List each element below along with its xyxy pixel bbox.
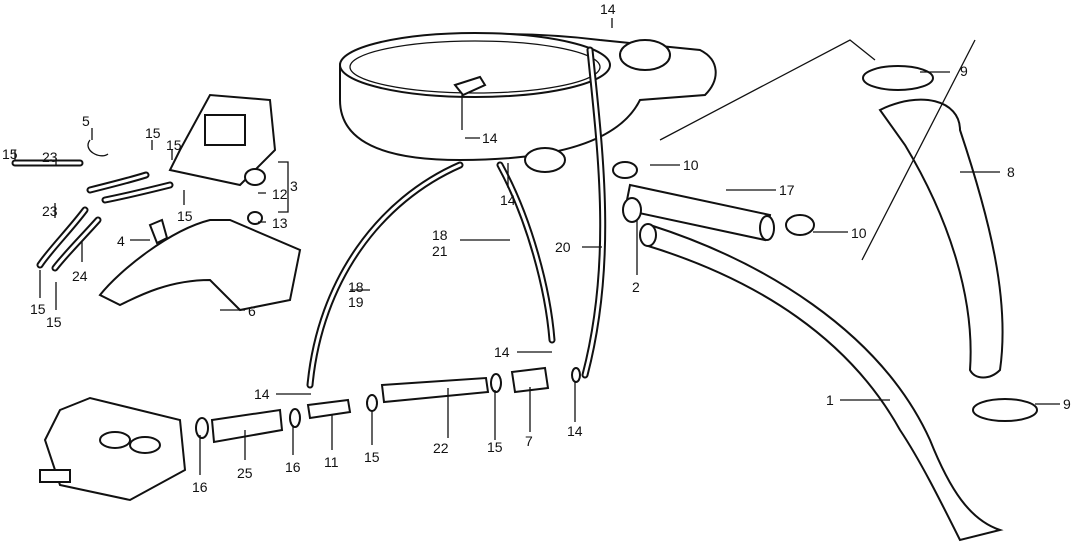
label-9: 9 — [1063, 396, 1071, 412]
leader-lines — [14, 18, 1060, 475]
part-labels: 14 9 8 10 17 10 2 20 18 21 14 14 18 19 1… — [2, 1, 1071, 495]
label-17: 17 — [779, 182, 795, 198]
label-20: 20 — [555, 239, 571, 255]
label-15: 15 — [364, 449, 380, 465]
label-14: 14 — [500, 192, 516, 208]
label-21: 21 — [432, 243, 448, 259]
label-15: 15 — [166, 137, 182, 153]
control-valve-assembly — [87, 93, 302, 312]
label-8: 8 — [1007, 164, 1015, 180]
label-15: 15 — [487, 439, 503, 455]
label-24: 24 — [72, 268, 88, 284]
label-23: 23 — [42, 149, 58, 165]
label-14: 14 — [482, 130, 498, 146]
air-cleaner-housing — [339, 32, 717, 173]
label-14: 14 — [254, 386, 270, 402]
label-14: 14 — [600, 1, 616, 17]
label-22: 22 — [433, 440, 449, 456]
label-15: 15 — [177, 208, 193, 224]
label-7: 7 — [525, 433, 533, 449]
corrugated-duct — [862, 65, 1038, 422]
label-15: 15 — [30, 301, 46, 317]
label-25: 25 — [237, 465, 253, 481]
label-15: 15 — [2, 146, 18, 162]
bottom-assembly — [39, 366, 581, 502]
label-10: 10 — [683, 157, 699, 173]
label-6: 6 — [248, 303, 256, 319]
label-10: 10 — [851, 225, 867, 241]
label-18: 18 — [432, 227, 448, 243]
label-5: 5 — [82, 113, 90, 129]
label-12: 12 — [272, 186, 288, 202]
label-14: 14 — [567, 423, 583, 439]
intake-tubes — [612, 161, 1004, 542]
label-9: 9 — [960, 63, 968, 79]
label-1: 1 — [826, 392, 834, 408]
label-14: 14 — [494, 344, 510, 360]
label-4: 4 — [117, 233, 125, 249]
label-3: 3 — [290, 178, 298, 194]
label-15: 15 — [145, 125, 161, 141]
label-16: 16 — [192, 479, 208, 495]
label-18: 18 — [348, 279, 364, 295]
label-11: 11 — [324, 454, 339, 470]
label-13: 13 — [272, 215, 288, 231]
label-19: 19 — [348, 294, 364, 310]
label-2: 2 — [632, 279, 640, 295]
small-hoses — [11, 159, 174, 272]
hoses — [306, 46, 607, 389]
label-16: 16 — [285, 459, 301, 475]
label-23: 23 — [42, 203, 58, 219]
label-15: 15 — [46, 314, 62, 330]
